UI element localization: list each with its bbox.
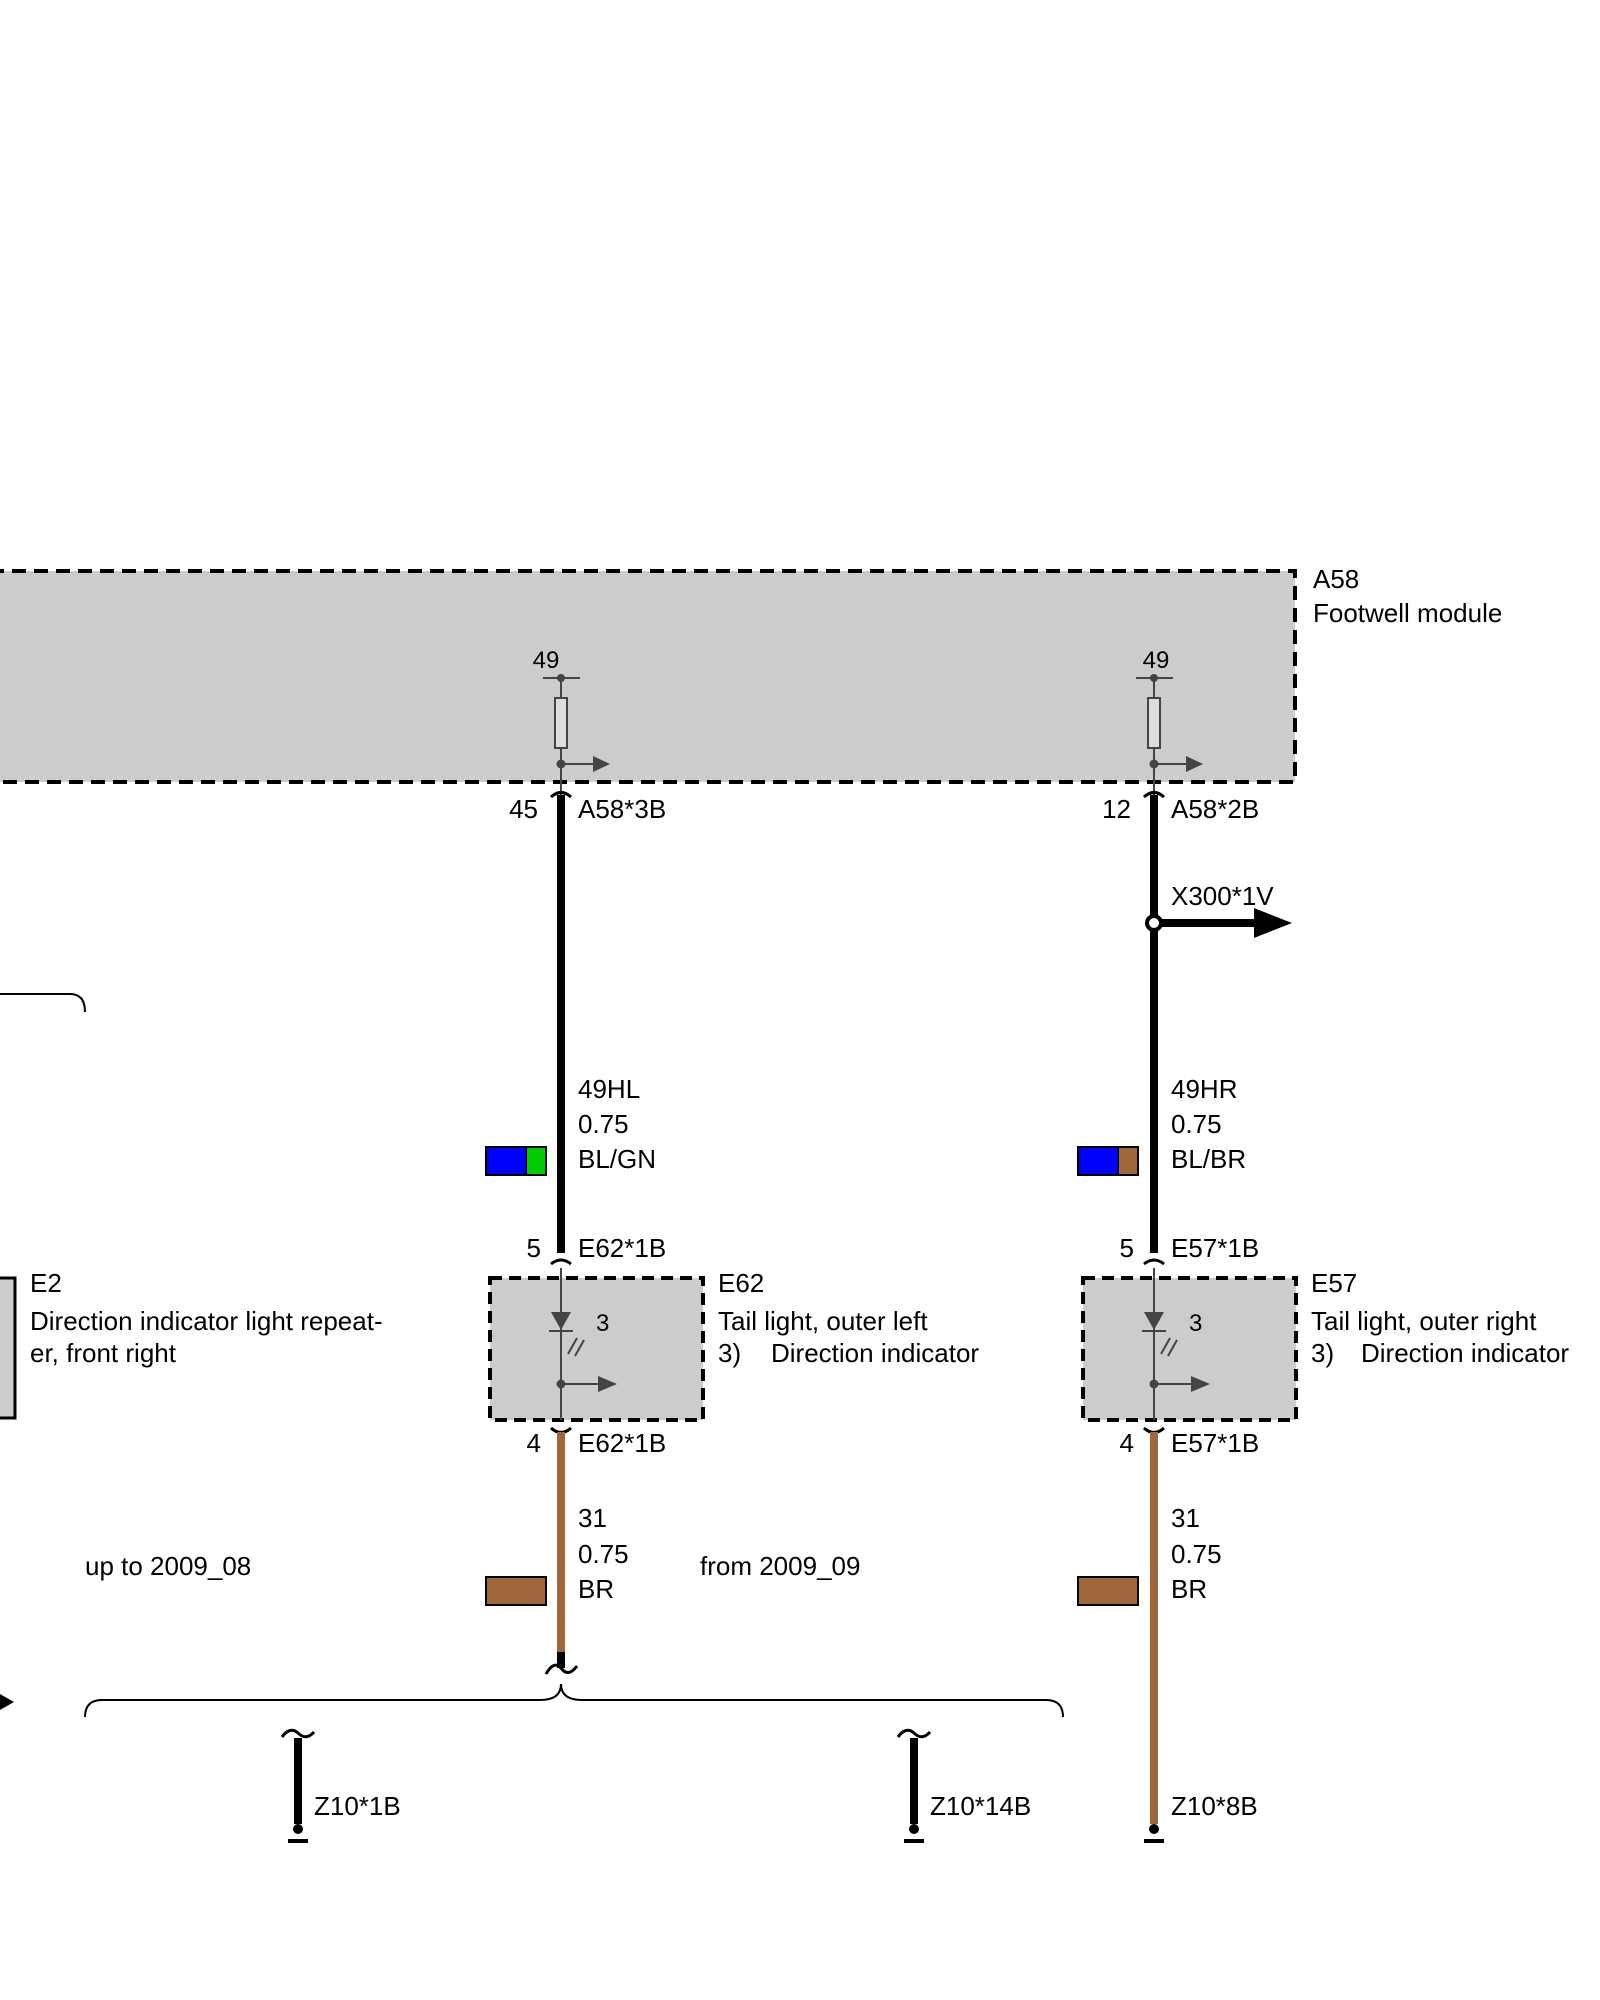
wire-31-left-id: 31 xyxy=(578,1503,607,1533)
pin-4-e57: 4 xyxy=(1120,1428,1134,1458)
direction-indicator-e2: E2 Direction indicator light repeat- er,… xyxy=(0,1268,383,1420)
e2-name-line2: er, front right xyxy=(30,1338,177,1368)
ground-z10-14b: Z10*14B xyxy=(930,1791,1031,1821)
pin-5-e57: 5 xyxy=(1120,1233,1134,1263)
pin-45: 45 xyxy=(509,794,538,824)
branch-x300-1v: X300*1V xyxy=(1145,881,1292,938)
wire-color-swatch-br-right xyxy=(1077,1576,1139,1606)
pin-5-e62: 5 xyxy=(527,1233,541,1263)
wire-31-left-color: BR xyxy=(578,1574,614,1604)
variant-up-to-2009-08: up to 2009_08 xyxy=(85,1551,251,1581)
e57-id: E57 xyxy=(1311,1268,1357,1298)
connector-a58-2b: A58*2B xyxy=(1171,794,1259,824)
connector-a58-3b: A58*3B xyxy=(578,794,666,824)
wire-49hl xyxy=(549,791,573,1266)
e62-id: E62 xyxy=(718,1268,764,1298)
e62-note-text: Direction indicator xyxy=(771,1338,979,1368)
tail-light-e57: E57 Tail light, outer right 3) Direction… xyxy=(1081,1268,1569,1422)
ground-z10-1b-wire xyxy=(280,1728,316,1843)
wire-31-left-gauge: 0.75 xyxy=(578,1539,629,1569)
pin-12: 12 xyxy=(1102,794,1131,824)
e57-inner-pin: 3 xyxy=(1189,1310,1202,1337)
e2-id: E2 xyxy=(30,1268,62,1298)
wire-49hl-color: BL/GN xyxy=(578,1144,656,1174)
wire-49hr xyxy=(1142,791,1166,1266)
wire-31-right-color: BR xyxy=(1171,1574,1207,1604)
ground-z10-8b: Z10*8B xyxy=(1171,1791,1258,1821)
connector-e62-1b-out: E62*1B xyxy=(578,1428,666,1458)
e62-name: Tail light, outer left xyxy=(718,1306,928,1336)
tail-light-e62: E62 Tail light, outer left 3) Direction … xyxy=(488,1268,979,1422)
brace-top-left xyxy=(0,993,86,1013)
wire-49hr-id: 49HR xyxy=(1171,1074,1237,1104)
wire-49hl-id: 49HL xyxy=(578,1074,640,1104)
e57-note-text: Direction indicator xyxy=(1361,1338,1569,1368)
e62-lamp-led-icon: 3 xyxy=(549,1268,617,1420)
pin-49-label-left: 49 xyxy=(533,647,560,674)
a58-output-stage-left: 49 xyxy=(533,647,610,795)
wire-color-swatch-br-left xyxy=(485,1576,547,1606)
wire-31-right-id: 31 xyxy=(1171,1503,1200,1533)
a58-output-stage-right: 49 xyxy=(1136,647,1203,795)
variant-brace xyxy=(84,1683,1064,1718)
e57-note-number: 3) xyxy=(1311,1338,1334,1368)
wire-31-e62 xyxy=(544,1426,579,1675)
e62-inner-pin: 3 xyxy=(596,1310,609,1337)
a58-id: A58 xyxy=(1313,564,1359,594)
footwell-module-a58: A58 Footwell module xyxy=(0,564,1502,784)
pin-4-e62: 4 xyxy=(527,1428,541,1458)
e57-name: Tail light, outer right xyxy=(1311,1306,1537,1336)
a58-name: Footwell module xyxy=(1313,598,1502,628)
wire-49hl-gauge: 0.75 xyxy=(578,1109,629,1139)
wire-color-swatch-bl-br xyxy=(1077,1146,1139,1176)
connector-e57-1b-in: E57*1B xyxy=(1171,1233,1259,1263)
wire-49hr-color: BL/BR xyxy=(1171,1144,1246,1174)
left-edge-arrow-icon xyxy=(0,1694,14,1710)
connector-x300-1v: X300*1V xyxy=(1171,881,1274,911)
wire-color-swatch-bl-gn xyxy=(485,1146,547,1176)
connector-e62-1b-in: E62*1B xyxy=(578,1233,666,1263)
e62-note-number: 3) xyxy=(718,1338,741,1368)
variant-from-2009-09: from 2009_09 xyxy=(700,1551,860,1581)
ground-z10-1b: Z10*1B xyxy=(314,1791,401,1821)
wire-31-e57 xyxy=(1142,1426,1166,1843)
e57-lamp-led-icon: 3 xyxy=(1142,1268,1210,1420)
pin-49-label-right: 49 xyxy=(1143,647,1170,674)
branch-arrow-icon xyxy=(1254,908,1292,938)
wire-49hr-gauge: 0.75 xyxy=(1171,1109,1222,1139)
ground-z10-14b-wire xyxy=(896,1728,932,1843)
e2-name-line1: Direction indicator light repeat- xyxy=(30,1306,383,1336)
connector-e57-1b-out: E57*1B xyxy=(1171,1428,1259,1458)
wire-31-right-gauge: 0.75 xyxy=(1171,1539,1222,1569)
